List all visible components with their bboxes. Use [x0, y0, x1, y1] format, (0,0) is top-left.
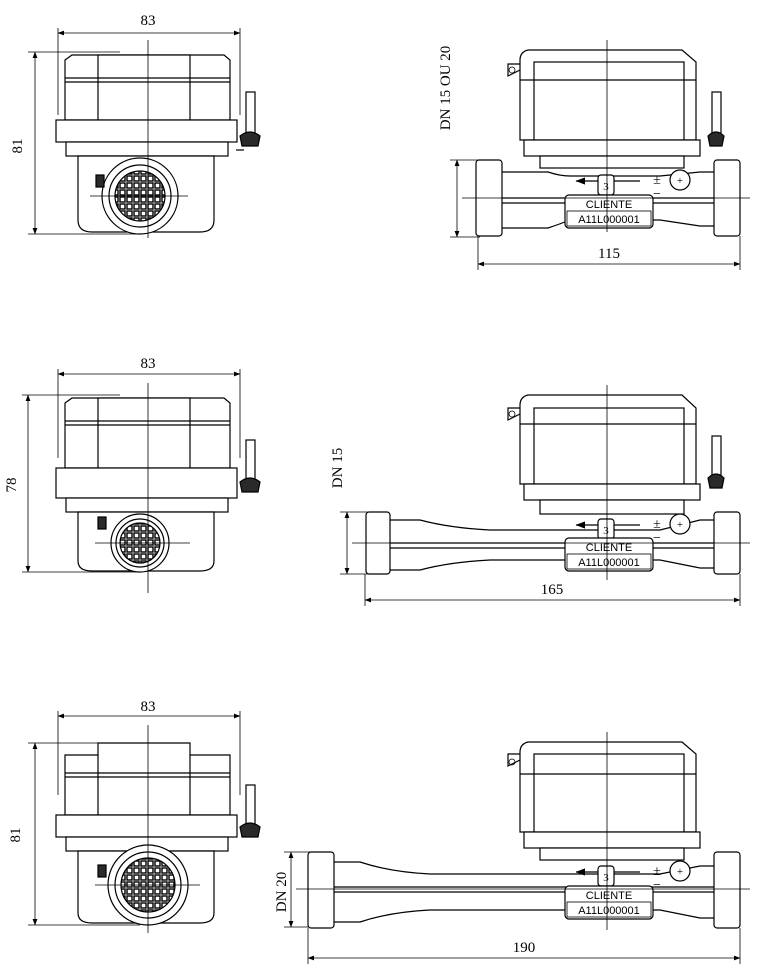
front-view-row-2: 83 78 — [4, 356, 261, 593]
plus-minus-symbol: ± — [653, 517, 661, 532]
plus-minus-symbol: ± — [653, 864, 661, 879]
minus-symbol: − — [653, 531, 661, 546]
side-dn-label: DN 20 — [274, 872, 290, 912]
minus-symbol: − — [653, 878, 661, 893]
plus-symbol: + — [677, 519, 683, 531]
side-view-row-3: DN 20 190 3 ± − + CLIENTE A11L000001 — [274, 732, 750, 964]
side-dn-label: DN 15 — [330, 448, 346, 488]
side-length-label: 165 — [541, 582, 564, 598]
front-height-label: 81 — [8, 828, 24, 843]
plate-line-2: A11L000001 — [578, 557, 640, 569]
side-length-label: 115 — [598, 246, 620, 262]
front-width-label: 83 — [141, 699, 156, 715]
front-view-row-3: 83 81 — [8, 699, 261, 933]
front-height-label: 81 — [10, 139, 26, 154]
plate-line-2: A11L000001 — [578, 905, 640, 917]
side-length-label: 190 — [513, 940, 536, 956]
plus-symbol: + — [677, 175, 683, 187]
plate-line-1: CLIENTE — [586, 890, 632, 902]
plate-line-1: CLIENTE — [586, 199, 632, 211]
plus-symbol: + — [677, 866, 683, 878]
side-view-row-1: DN 15 OU 20 115 3 ± − + CLIENTE — [438, 40, 750, 270]
plate-line-2: A11L000001 — [578, 214, 640, 226]
meter-symbol: 3 — [603, 872, 609, 884]
plate-line-1: CLIENTE — [586, 542, 632, 554]
front-height-label: 78 — [4, 478, 20, 493]
front-width-label: 83 — [141, 13, 156, 29]
side-dn-label: DN 15 OU 20 — [438, 46, 454, 131]
meter-symbol: 3 — [603, 525, 609, 537]
meter-symbol: 3 — [603, 181, 609, 193]
minus-symbol: − — [653, 187, 661, 202]
front-view-row-1: 83 81 — [10, 13, 261, 238]
plus-minus-symbol: ± — [653, 173, 661, 188]
front-width-label: 83 — [141, 356, 156, 372]
side-view-row-2: DN 15 165 3 ± − + CLIENTE A11L000001 — [330, 385, 750, 606]
